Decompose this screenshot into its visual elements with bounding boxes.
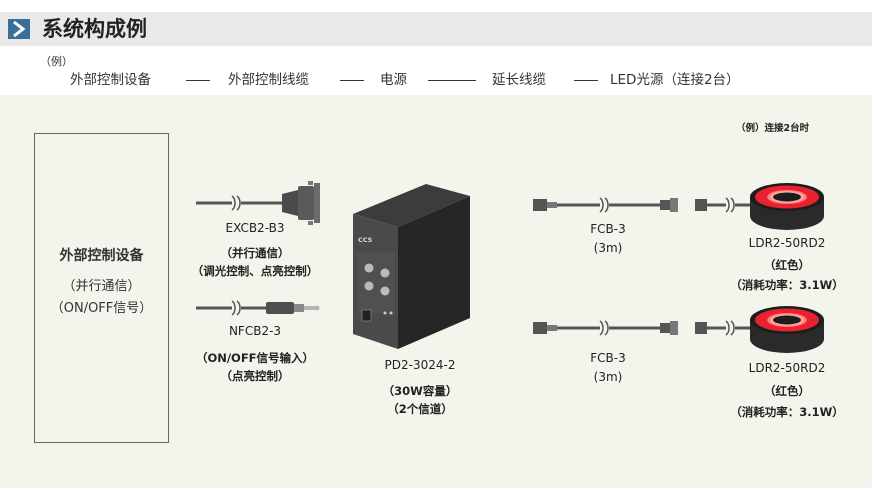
page-title: 系统构成例 [42, 17, 147, 41]
fcb2-length-label: (3m) [593, 370, 623, 384]
fcb1-length-label: (3m) [593, 241, 623, 255]
fcb2-model-label: FCB-3 [590, 351, 626, 365]
excb2-desc-control: （调光控制、点亮控制） [191, 264, 319, 278]
light1-power-label: （消耗功率：3.1W） [730, 278, 844, 292]
section-header: 系统构成例 [0, 12, 872, 46]
nfcb2-desc-onoff: （ON/OFF信号输入） [195, 351, 315, 365]
nfcb2-model-label: NFCB2-3 [228, 324, 282, 338]
excb2-model-label: EXCB2-B3 [225, 221, 285, 235]
external-device-title: 外部控制设备 [59, 248, 144, 264]
chain-item-led-light: LED光源（连接2台） [610, 72, 740, 88]
power-supply-illustration [353, 184, 470, 349]
chain-item-extension-cable: 延长线缆 [492, 72, 546, 88]
led-light-2-illustration [695, 306, 824, 353]
power-model-label: PD2-3024-2 [384, 358, 456, 372]
arrow-right-icon [8, 19, 30, 39]
nfcb2-desc-lighting: （点亮控制） [220, 369, 290, 383]
light1-color-label: （红色） [764, 258, 810, 272]
fcb-cable-2-illustration [533, 320, 678, 336]
power-brand-logo: CCS [358, 236, 373, 244]
chain-connector [186, 80, 210, 81]
external-device-parallel: （并行通信） [62, 279, 141, 294]
external-device-onoff: （ON/OFF信号） [50, 301, 153, 316]
excb2-desc-parallel: （并行通信） [220, 246, 290, 260]
light2-color-label: （红色） [764, 384, 810, 398]
light1-model-label: LDR2-50RD2 [748, 236, 826, 250]
external-device-box: 外部控制设备 （并行通信） （ON/OFF信号） [34, 133, 169, 443]
led-light-1-illustration [695, 183, 824, 230]
fcb1-model-label: FCB-3 [590, 222, 626, 236]
light2-power-label: （消耗功率：3.1W） [730, 405, 844, 419]
power-capacity-label: （30W容量） [382, 384, 458, 398]
example-label: （例） [40, 55, 73, 68]
example-note: （例）连接2台时 [736, 123, 810, 134]
chain-connector [428, 80, 476, 81]
chain-item-power: 电源 [380, 72, 407, 88]
chain-connector [574, 80, 598, 81]
fcb-cable-1-illustration [533, 197, 678, 213]
nfcb2-cable-illustration [196, 300, 320, 316]
chain-connector [340, 80, 364, 81]
excb2-cable-illustration [196, 181, 320, 225]
light2-model-label: LDR2-50RD2 [748, 361, 826, 375]
chain-item-control-cable: 外部控制线缆 [228, 72, 309, 88]
chain-item-external-device: 外部控制设备 [70, 72, 151, 88]
power-channels-label: （2个信道） [387, 402, 453, 416]
